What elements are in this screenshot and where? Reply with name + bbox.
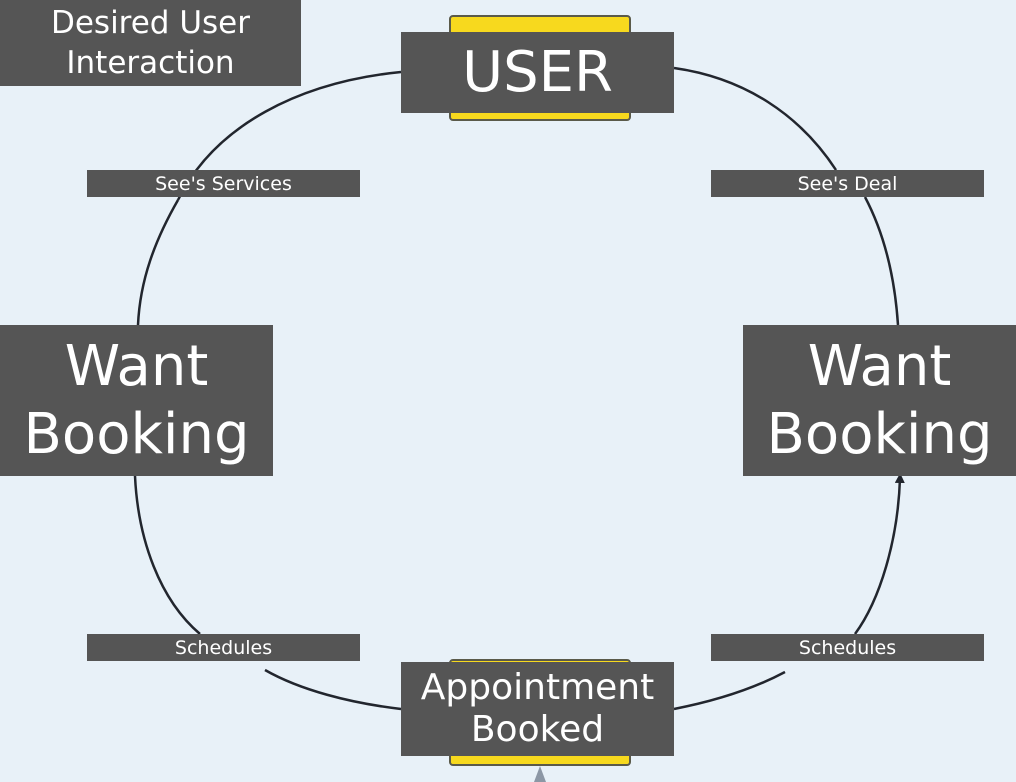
connector-want-left-to-schedules bbox=[133, 475, 201, 635]
appointment-line-2: Booked bbox=[470, 709, 605, 750]
connector-deal-to-user bbox=[673, 66, 838, 171]
user-node-label: USER bbox=[462, 40, 613, 105]
connector-schedules-left-to-appointment bbox=[264, 668, 402, 711]
want-booking-node-right[interactable]: Want Booking bbox=[743, 325, 1016, 476]
user-node[interactable]: USER bbox=[401, 32, 674, 113]
title-line-1: Desired User bbox=[50, 5, 251, 41]
connector-appointment-to-schedules-right bbox=[673, 670, 786, 711]
diagram-title: Desired User Interaction bbox=[0, 0, 301, 86]
want-booking-node-left[interactable]: Want Booking bbox=[0, 325, 273, 476]
connector-services-to-want-left bbox=[136, 199, 180, 326]
title-line-2: Interaction bbox=[66, 45, 235, 81]
want-right-line-1: Want bbox=[807, 333, 952, 399]
arrow-up-icon bbox=[534, 766, 546, 782]
edge-label-schedules-left: Schedules bbox=[87, 634, 360, 661]
edge-label-schedules-right: Schedules bbox=[711, 634, 984, 661]
want-left-line-1: Want bbox=[64, 333, 209, 399]
want-left-line-2: Booking bbox=[23, 401, 250, 467]
edge-label-sees-deal: See's Deal bbox=[711, 170, 984, 197]
want-right-line-2: Booking bbox=[766, 401, 993, 467]
edge-label-sees-services: See's Services bbox=[87, 170, 360, 197]
connector-schedules-to-want-right bbox=[853, 473, 905, 635]
appointment-line-1: Appointment bbox=[420, 667, 655, 708]
appointment-booked-node[interactable]: Appointment Booked bbox=[401, 662, 674, 756]
connector-want-right-to-deal bbox=[863, 196, 900, 326]
